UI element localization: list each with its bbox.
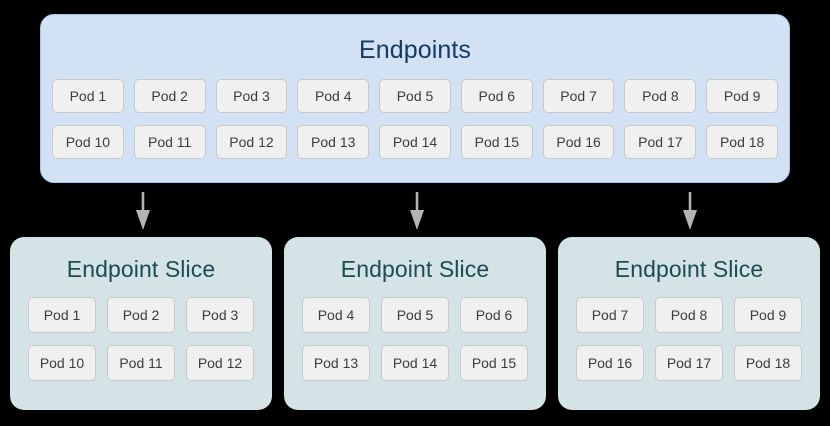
endpoint-slice-pod-row: Pod 4 Pod 5 Pod 6 [302,297,528,333]
pod-chip[interactable]: Pod 12 [186,345,254,381]
endpoint-slice-title: Endpoint Slice [340,256,490,282]
pod-chip[interactable]: Pod 8 [655,297,723,333]
pod-chip[interactable]: Pod 2 [107,297,175,333]
pod-chip[interactable]: Pod 8 [624,79,697,113]
pod-chip[interactable]: Pod 4 [302,297,370,333]
pod-chip[interactable]: Pod 18 [734,345,802,381]
pod-chip[interactable]: Pod 14 [381,345,449,381]
pod-chip[interactable]: Pod 13 [302,345,370,381]
pod-chip[interactable]: Pod 15 [460,125,533,159]
pod-chip[interactable]: Pod 7 [542,79,615,113]
pod-chip[interactable]: Pod 16 [576,345,644,381]
endpoint-slice-pod-grid: Pod 4 Pod 5 Pod 6 Pod 13 Pod 14 Pod 15 [302,297,528,381]
pod-chip[interactable]: Pod 5 [381,297,449,333]
pod-chip[interactable]: Pod 18 [706,125,779,159]
endpoint-slice-pod-row: Pod 16 Pod 17 Pod 18 [576,345,802,381]
pod-chip[interactable]: Pod 1 [52,79,124,113]
pod-chip[interactable]: Pod 2 [133,79,206,113]
arrow-down-icon [410,192,424,230]
pod-chip[interactable]: Pod 6 [460,297,528,333]
pod-chip[interactable]: Pod 4 [297,79,370,113]
pod-chip[interactable]: Pod 17 [655,345,723,381]
endpoint-slice-pod-row: Pod 13 Pod 14 Pod 15 [302,345,528,381]
pod-chip[interactable]: Pod 16 [542,125,615,159]
pod-chip[interactable]: Pod 14 [379,125,451,159]
pod-chip[interactable]: Pod 11 [107,345,175,381]
pod-chip[interactable]: Pod 15 [460,345,528,381]
pod-chip[interactable]: Pod 9 [706,79,779,113]
endpoint-slice-pod-grid: Pod 1 Pod 2 Pod 3 Pod 10 Pod 11 Pod 12 [28,297,254,381]
endpoints-title: Endpoints [358,36,472,64]
endpoints-pod-row: Pod 1 Pod 2 Pod 3 Pod 4 Pod 5 Pod 6 Pod … [52,79,779,113]
endpoint-slice-container-3: Endpoint Slice Pod 7 Pod 8 Pod 9 Pod 16 … [558,237,820,410]
pod-chip[interactable]: Pod 6 [460,79,533,113]
pod-chip[interactable]: Pod 3 [215,79,288,113]
endpoint-slice-pod-grid: Pod 7 Pod 8 Pod 9 Pod 16 Pod 17 Pod 18 [576,297,802,381]
pod-chip[interactable]: Pod 11 [133,125,206,159]
endpoints-pod-row: Pod 10 Pod 11 Pod 12 Pod 13 Pod 14 Pod 1… [52,125,779,159]
endpoint-slice-container-1: Endpoint Slice Pod 1 Pod 2 Pod 3 Pod 10 … [10,237,272,410]
endpoint-slice-title: Endpoint Slice [614,256,764,282]
arrow-down-icon [683,192,697,230]
endpoints-container: Endpoints Pod 1 Pod 2 Pod 3 Pod 4 Pod 5 … [40,14,790,183]
endpoint-slice-pod-row: Pod 1 Pod 2 Pod 3 [28,297,254,333]
endpoint-slice-pod-row: Pod 7 Pod 8 Pod 9 [576,297,802,333]
pod-chip[interactable]: Pod 13 [297,125,370,159]
pod-chip[interactable]: Pod 10 [28,345,96,381]
pod-chip[interactable]: Pod 12 [215,125,288,159]
endpoint-slice-pod-row: Pod 10 Pod 11 Pod 12 [28,345,254,381]
pod-chip[interactable]: Pod 7 [576,297,644,333]
arrow-down-icon [136,192,150,230]
pod-chip[interactable]: Pod 9 [734,297,802,333]
pod-chip[interactable]: Pod 3 [186,297,254,333]
pod-chip[interactable]: Pod 17 [624,125,697,159]
endpoints-pod-grid: Pod 1 Pod 2 Pod 3 Pod 4 Pod 5 Pod 6 Pod … [52,79,779,159]
endpoint-slice-title: Endpoint Slice [66,256,216,282]
pod-chip[interactable]: Pod 10 [52,125,124,159]
endpoint-slice-container-2: Endpoint Slice Pod 4 Pod 5 Pod 6 Pod 13 … [284,237,546,410]
pod-chip[interactable]: Pod 5 [379,79,451,113]
pod-chip[interactable]: Pod 1 [28,297,96,333]
